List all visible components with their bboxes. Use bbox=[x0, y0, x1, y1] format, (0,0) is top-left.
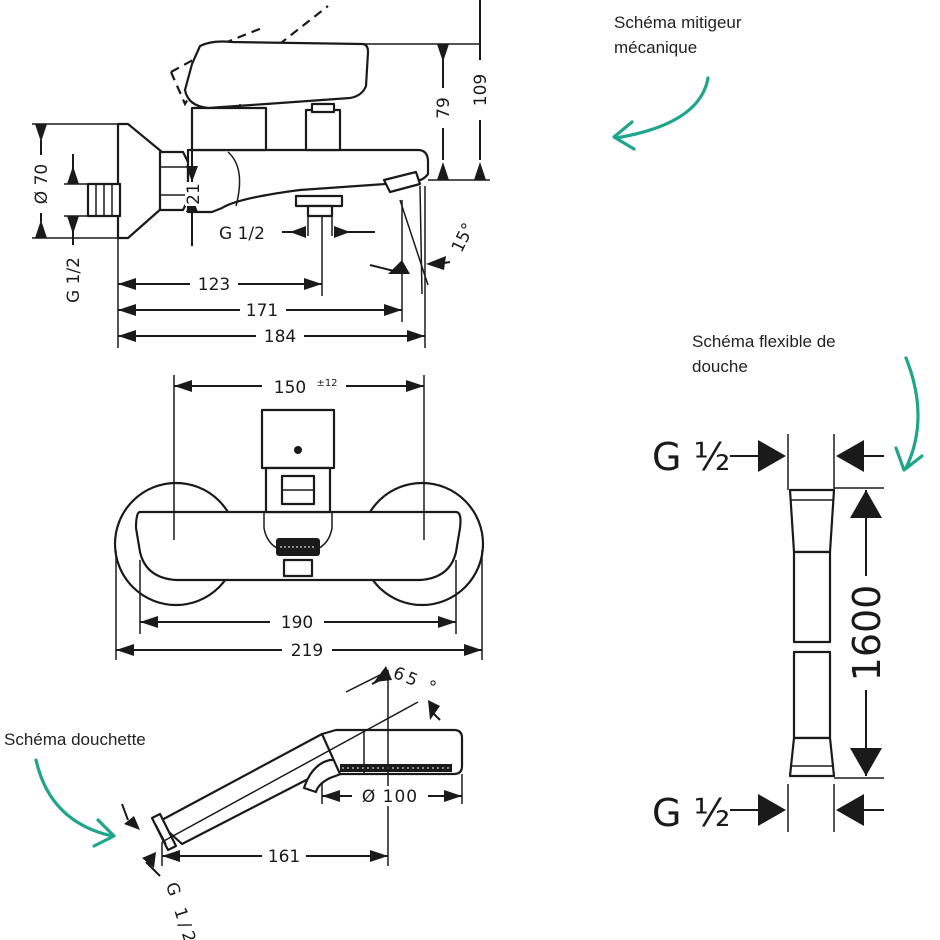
dim-109: 109 bbox=[471, 74, 491, 106]
dim-thread-spout: G 1/2 bbox=[219, 224, 265, 244]
dim-hose-thread-top: G ½ bbox=[652, 435, 730, 479]
mixer-side-view: 109 79 21 Ø 70 G 1/2 G 1/2 15° 123 171 1… bbox=[28, 0, 494, 348]
handshower-drawing: 65 ° Ø 100 161 G 1/2 bbox=[121, 663, 464, 940]
pointer-arrow-hose-head bbox=[894, 446, 924, 472]
pointer-arrow-handshower-head bbox=[92, 818, 116, 848]
dim-angle-65: 65 ° bbox=[390, 663, 442, 699]
dim-184: 184 bbox=[264, 327, 296, 347]
dim-171: 171 bbox=[246, 301, 278, 321]
dim-21: 21 bbox=[184, 183, 204, 205]
dim-thread-wall: G 1/2 bbox=[64, 257, 84, 303]
dim-1600: 1600 bbox=[845, 585, 889, 682]
caption-handshower: Schéma douchette bbox=[4, 730, 146, 749]
dim-79: 79 bbox=[434, 97, 454, 119]
dim-angle-15: 15° bbox=[448, 220, 479, 256]
dim-161: 161 bbox=[268, 847, 300, 867]
dim-hose-thread-bottom: G ½ bbox=[652, 791, 730, 835]
dim-150-tolerance: ±12 bbox=[316, 378, 337, 389]
pointer-arrow-handshower bbox=[34, 758, 114, 838]
dim-dia-70: Ø 70 bbox=[32, 164, 52, 204]
pointer-arrow-hose bbox=[904, 356, 920, 470]
pointer-arrow-mixer-head bbox=[612, 120, 636, 151]
pointer-arrow-mixer bbox=[614, 76, 710, 140]
dim-123: 123 bbox=[198, 275, 230, 295]
dim-219: 219 bbox=[291, 641, 323, 661]
dim-150: 150 bbox=[274, 378, 306, 398]
dim-handshower-thread: G 1/2 bbox=[161, 880, 200, 940]
mixer-front-view: 150 ±12 190 219 bbox=[113, 375, 485, 661]
dim-190: 190 bbox=[281, 613, 313, 633]
hose-drawing: G ½ G ½ 1600 bbox=[652, 434, 889, 835]
dim-dia-100: Ø 100 bbox=[362, 787, 418, 807]
